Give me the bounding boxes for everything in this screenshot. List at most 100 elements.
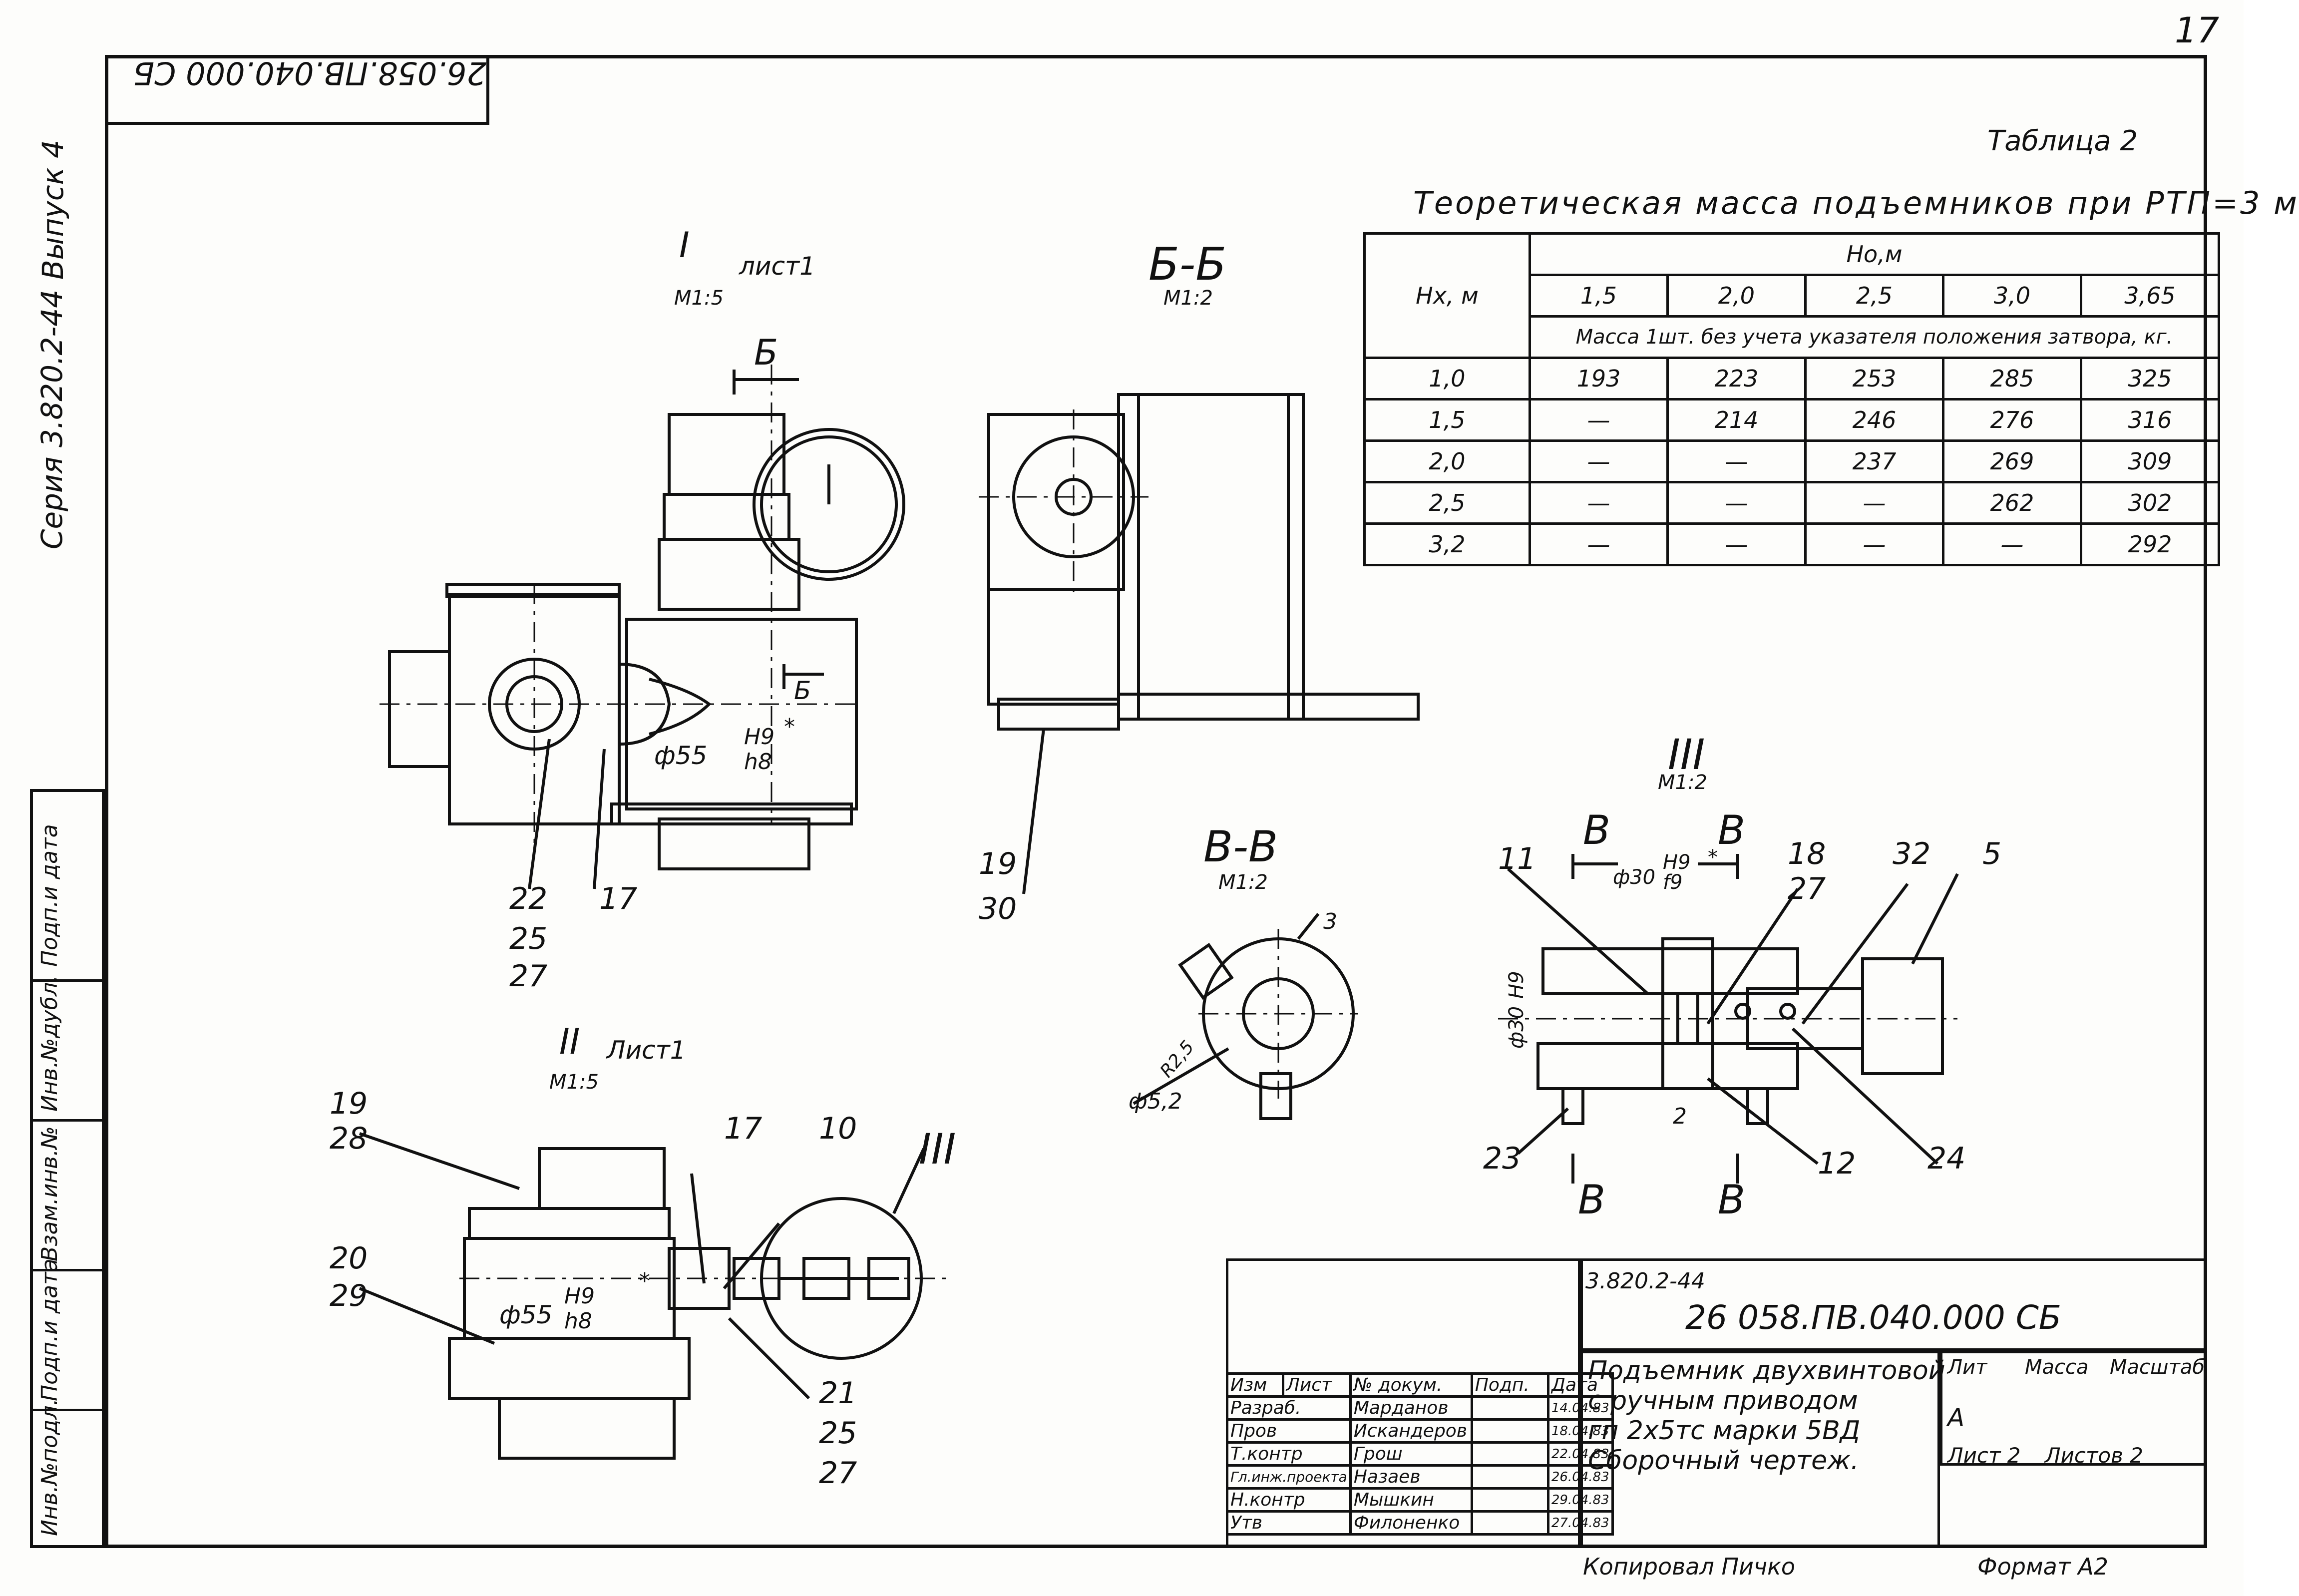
col-head: Подп.: [1470, 1372, 1549, 1398]
tb-scale-head: Масштаб: [2110, 1356, 2205, 1379]
table-row: 2,0 — — 237 269 309: [1363, 439, 2220, 483]
section-v-mark-4: В: [1718, 1177, 1745, 1223]
tb-designation-small: 3.820.2-44: [1585, 1268, 1705, 1294]
tb-role: Т.контр: [1226, 1441, 1352, 1467]
mass-cell: 325: [2080, 357, 2220, 400]
view-vv-section: [1133, 913, 1358, 1120]
mass-cell: —: [1529, 481, 1669, 525]
table-row: 1,5 — 214 246 276 316: [1363, 398, 2220, 442]
hx-cell: 3,2: [1363, 522, 1531, 566]
tb-name-4: Сборочный чертеж.: [1588, 1446, 1859, 1476]
h0-value: 2,5: [1804, 274, 1944, 318]
callout-28: 28: [330, 1121, 368, 1156]
radius-r25: R2,5: [1156, 1037, 1198, 1081]
callout-21: 21: [819, 1376, 857, 1411]
view-bb-section: [979, 393, 1420, 894]
tb-name-3: гп 2х5тс марки 5ВД: [1588, 1416, 1861, 1446]
tb-sheets: Листов 2: [2045, 1443, 2143, 1468]
mass-cell: 253: [1804, 357, 1944, 400]
view-1-sheet: лист1: [739, 252, 815, 281]
signature: [1470, 1510, 1549, 1536]
callout-24: 24: [1927, 1141, 1965, 1176]
tb-date: 18.04.83: [1546, 1418, 1614, 1444]
footer-format: Формат А2: [1977, 1553, 2108, 1580]
table2-title: Теоретическая масса подъемников при РТП=…: [1413, 185, 2299, 221]
col-head: Лист: [1281, 1372, 1352, 1398]
signature-table: Изм Лист № докум. Подп. Дата Разраб. Мар…: [1226, 1372, 1614, 1536]
fit-f9-top: f9: [1663, 871, 1683, 894]
callout-17b: 17: [724, 1111, 762, 1146]
callout-25b: 25: [819, 1416, 857, 1451]
callout-30: 30: [979, 891, 1017, 926]
col-head: № докум.: [1349, 1372, 1473, 1398]
sheet-number: 17: [2175, 10, 2220, 51]
table-row: Пров Искандеров 18.04.83: [1226, 1418, 1614, 1444]
mass-cell: 269: [1942, 439, 2082, 483]
mass-cell: 285: [1942, 357, 2082, 400]
view-2-sheet: Лист1: [606, 1036, 686, 1065]
tb-date: 14.04.83: [1546, 1395, 1614, 1421]
table-row: 1,0 193 223 253 285 325: [1363, 357, 2220, 400]
tb-date: 22.04.83: [1546, 1441, 1614, 1467]
callout-22: 22: [509, 881, 547, 916]
signature: [1470, 1487, 1549, 1513]
tb-role: Пров: [1226, 1418, 1352, 1444]
h0-header: Но,м: [1529, 232, 2220, 276]
tb-person: Мышкин: [1349, 1487, 1473, 1513]
mass-cell: —: [1666, 439, 1807, 483]
callout-29: 29: [330, 1278, 368, 1313]
fit-star-v1: *: [784, 714, 795, 740]
callout-27: 27: [509, 959, 547, 994]
table-row: Н.контр Мышкин 29.04.83: [1226, 1487, 1614, 1513]
callout-12: 12: [1818, 1146, 1856, 1181]
hx-cell: 2,5: [1363, 481, 1531, 525]
callout-18: 18: [1788, 836, 1826, 871]
view-1-lifter: [380, 365, 905, 889]
view-vv-name: В-В: [1203, 822, 1278, 872]
view-1-num: I: [679, 225, 690, 266]
h0-value: 2,0: [1666, 274, 1807, 318]
tb-person: Грош: [1349, 1441, 1473, 1467]
table2-label: Таблица 2: [1987, 125, 2138, 157]
mass-cell: —: [1666, 481, 1807, 525]
left-approval-strip: Подп.и дата Инв.№дубл. Взам.инв.№ Подп.и…: [30, 789, 105, 1548]
tb-lit-val: А: [1947, 1403, 1965, 1432]
callout-5: 5: [1982, 836, 2001, 871]
callout-11: 11: [1498, 841, 1536, 876]
section-v-mark-3: В: [1578, 1177, 1605, 1223]
table-row: 2,5 — — — 262 302: [1363, 481, 2220, 525]
section-b-mark: Б: [754, 332, 778, 373]
mass-cell: —: [1666, 522, 1807, 566]
view-2-scale: М1:5: [549, 1071, 599, 1094]
view-3-ref: III: [919, 1125, 956, 1174]
tb-role: Утв: [1226, 1510, 1352, 1536]
dim-3: 3: [1323, 909, 1337, 934]
h0-value: 3,65: [2080, 274, 2220, 318]
view-2-num: II: [559, 1021, 580, 1062]
fit-star-top: *: [1708, 846, 1718, 869]
dim-2: 2: [1673, 1104, 1687, 1129]
technical-drawing: I лист1 М1:5 Б Б Б-Б М1:2 В-В М1:2 II Ли…: [330, 225, 2001, 1491]
callout-10: 10: [819, 1111, 857, 1146]
mass-table: Нх, м Но,м 1,5 2,0 2,5 3,0 3,65 Масса 1ш…: [1363, 232, 2220, 566]
mass-cell: 316: [2080, 398, 2220, 442]
tb-lit-head: Лит: [1947, 1356, 1987, 1379]
callout-23: 23: [1483, 1141, 1521, 1176]
tb-role: Разраб.: [1226, 1395, 1352, 1421]
tb-mass-head: Масса: [2025, 1356, 2089, 1379]
hx-cell: 2,0: [1363, 439, 1531, 483]
fit-h8-v2: h8: [564, 1308, 592, 1334]
fit-30-side: ф30: [1505, 1006, 1528, 1049]
callout-20: 20: [330, 1241, 368, 1276]
tb-date: 27.04.83: [1546, 1510, 1614, 1536]
fit-h9-side: H9: [1505, 971, 1528, 999]
mass-cell: 309: [2080, 439, 2220, 483]
callout-32: 32: [1893, 836, 1930, 871]
rotated-code-stamp: 26.058.ПВ.040.000 СБ: [105, 55, 489, 125]
view-bb-scale: М1:2: [1163, 287, 1213, 310]
fit-star-v2: *: [639, 1268, 650, 1294]
mass-cell: —: [1529, 398, 1669, 442]
view-1-scale: М1:5: [674, 287, 724, 310]
mass-cell: —: [1804, 522, 1944, 566]
tb-name-1: Подъемник двухвинтовой: [1588, 1356, 1945, 1386]
